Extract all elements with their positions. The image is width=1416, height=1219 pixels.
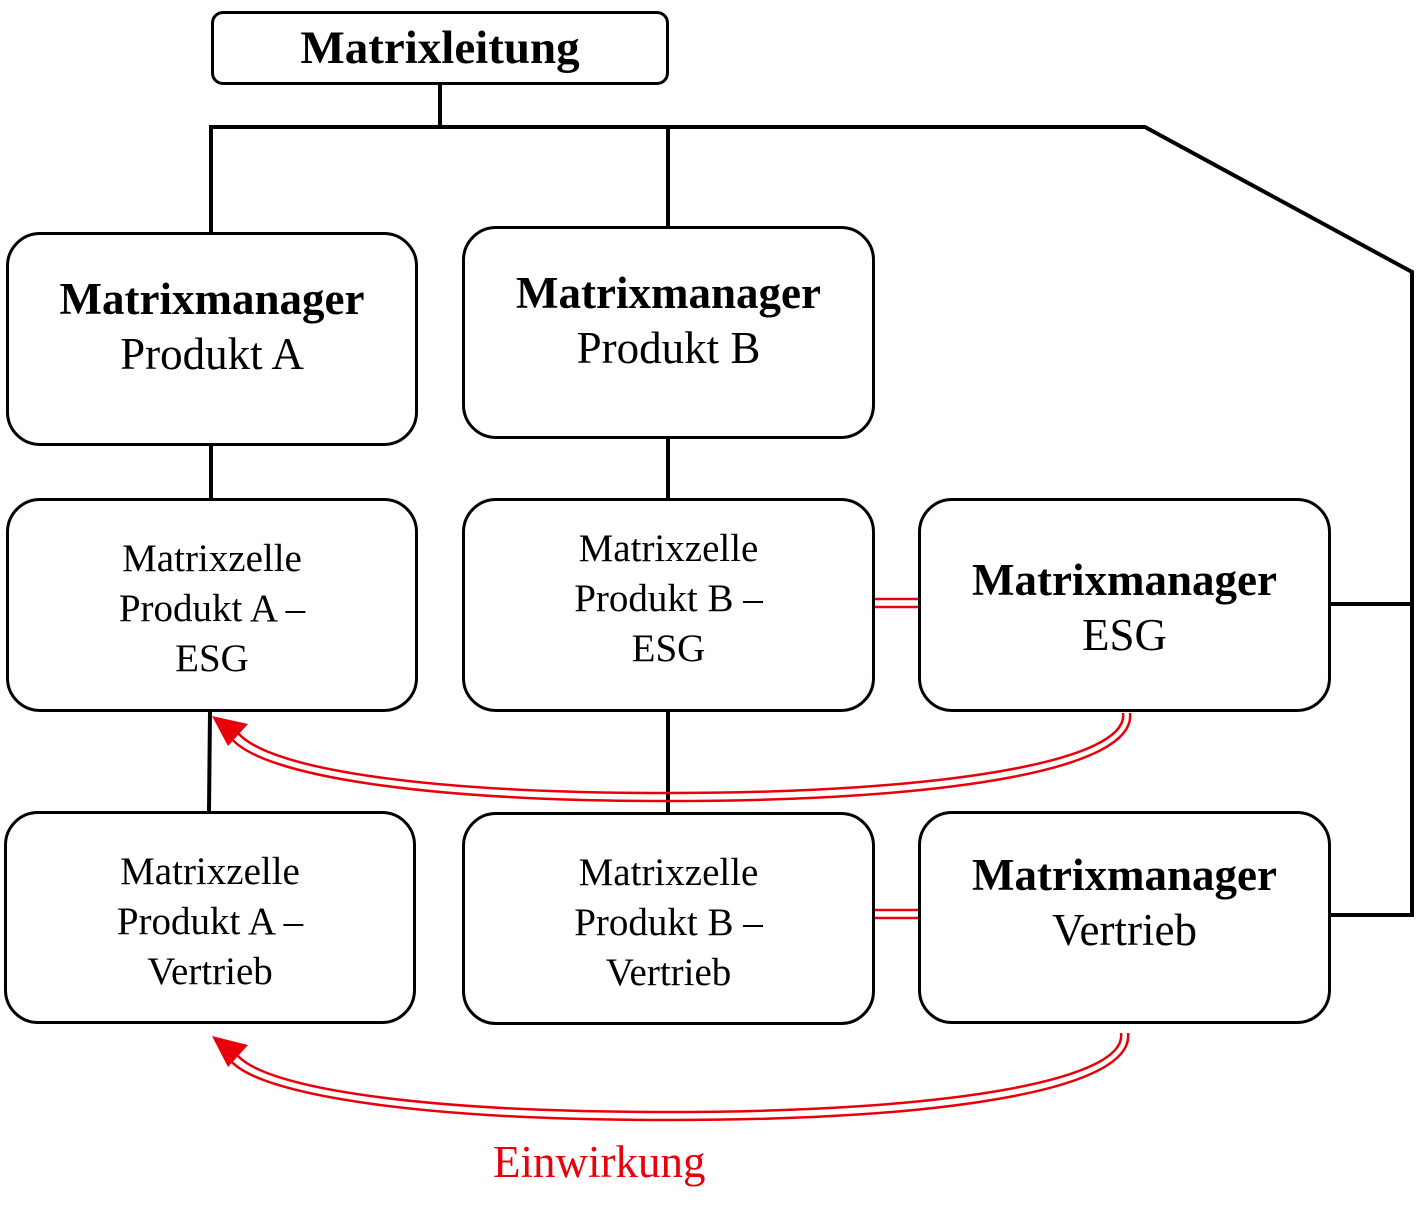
cell-line-2: Produkt B – <box>574 901 763 944</box>
node-matrixleitung-label: Matrixleitung <box>300 21 580 74</box>
arrow-sales-to-a-sales <box>212 1032 1130 1122</box>
node-manager-esg-title: Matrixmanager <box>972 555 1277 605</box>
cell-line-1: Matrixzelle <box>122 537 302 580</box>
cell-line-2: Produkt A – <box>118 587 306 630</box>
node-cell-product-a-esg: Matrixzelle Produkt A – ESG <box>6 498 418 712</box>
node-cell-product-b-sales: Matrixzelle Produkt B – Vertrieb <box>462 812 875 1025</box>
node-manager-sales-sub: Vertrieb <box>1052 905 1197 955</box>
node-manager-product-b-sub: Produkt B <box>576 323 761 373</box>
arrowhead <box>212 1036 248 1067</box>
line-product-a-cell-to-cell <box>206 708 213 814</box>
node-manager-product-a: Matrixmanager Produkt A <box>6 232 418 446</box>
node-manager-esg-sub: ESG <box>1081 610 1167 660</box>
cell-line-1: Matrixzelle <box>578 527 759 570</box>
cell-line-3: Vertrieb <box>605 951 732 994</box>
node-manager-product-b-title: Matrixmanager <box>516 268 821 318</box>
node-matrixleitung: Matrixleitung <box>211 11 669 85</box>
cell-line-2: Produkt B – <box>574 577 763 620</box>
cell-line-1: Matrixzelle <box>120 850 300 893</box>
node-manager-esg: Matrixmanager ESG <box>918 498 1331 712</box>
node-cell-product-b-esg: Matrixzelle Produkt B – ESG <box>462 498 875 712</box>
node-manager-sales-title: Matrixmanager <box>972 850 1277 900</box>
node-manager-product-a-sub: Produkt A <box>120 329 304 379</box>
hierarchy-lines <box>206 82 1414 917</box>
cell-line-1: Matrixzelle <box>578 851 759 894</box>
influence-label: Einwirkung <box>493 1137 706 1187</box>
cell-line-3: ESG <box>175 637 249 680</box>
cell-line-3: Vertrieb <box>147 950 273 993</box>
arrow-esg-to-a-esg <box>212 712 1132 803</box>
cell-line-2: Produkt A – <box>116 900 304 943</box>
cell-line-3: ESG <box>631 627 706 670</box>
arrowhead <box>212 716 248 746</box>
line-bus <box>209 125 1414 917</box>
node-cell-product-a-sales: Matrixzelle Produkt A – Vertrieb <box>4 811 416 1024</box>
node-manager-product-a-title: Matrixmanager <box>59 274 365 324</box>
node-manager-product-b: Matrixmanager Produkt B <box>462 226 875 439</box>
node-manager-sales: Matrixmanager Vertrieb <box>918 811 1331 1024</box>
